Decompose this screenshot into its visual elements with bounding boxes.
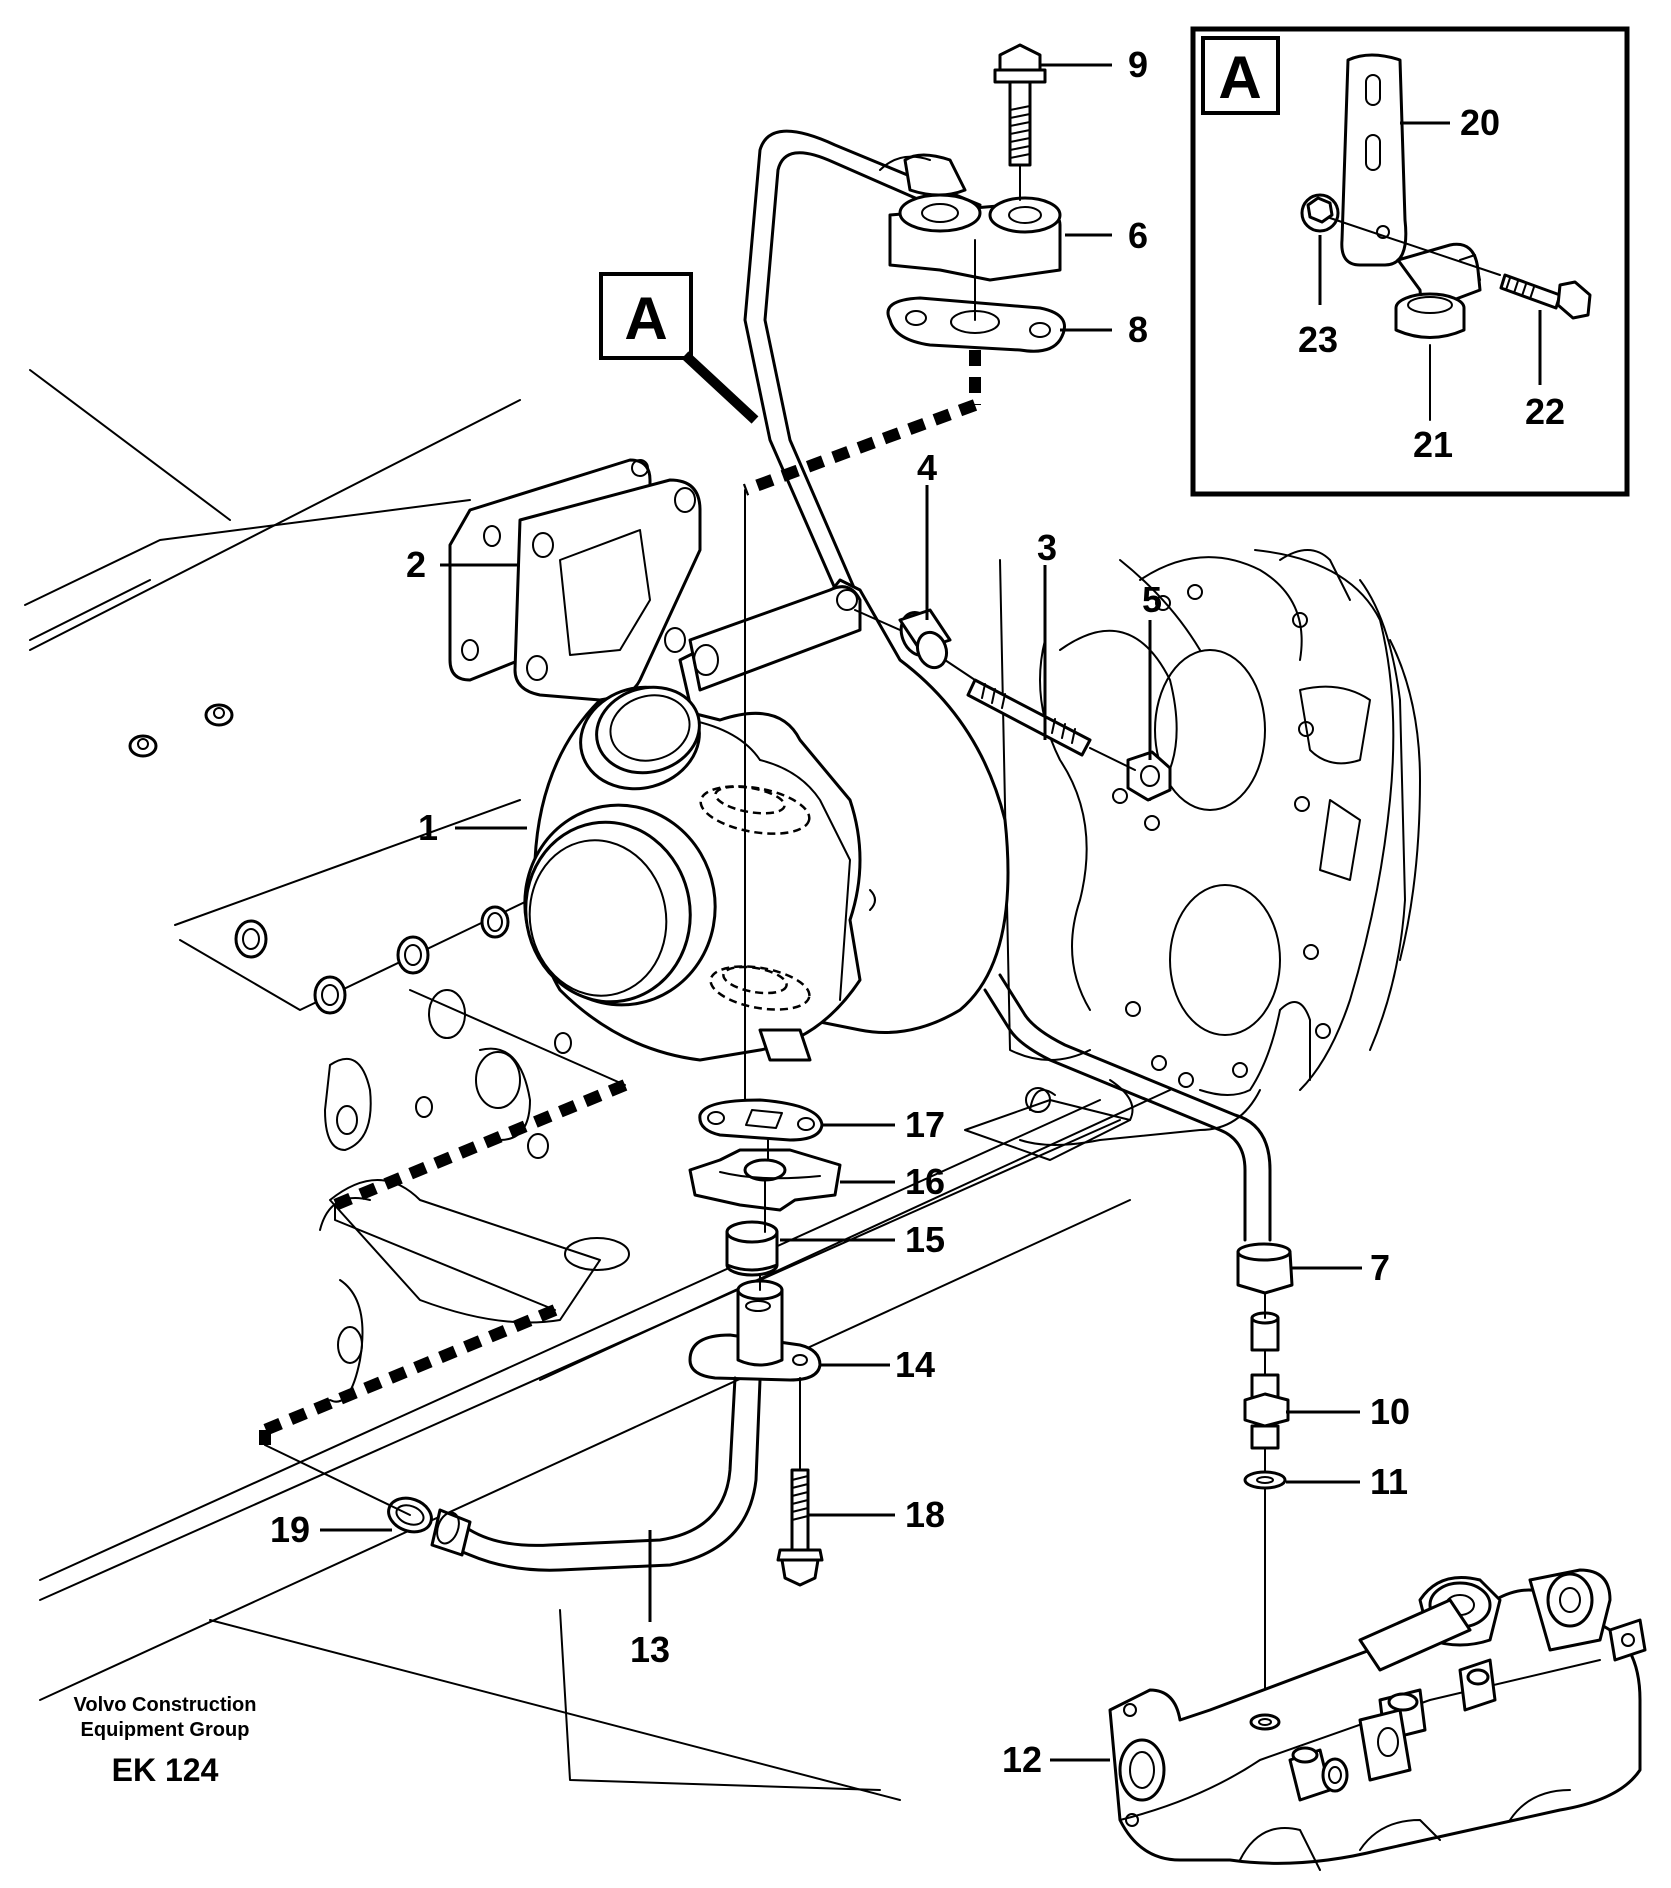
- dashed-connectors: [259, 164, 1266, 1516]
- callout-20: 20: [1460, 102, 1500, 143]
- callout-18: 18: [905, 1494, 945, 1535]
- oil-supply-pipe[interactable]: [743, 129, 982, 602]
- flange-nut[interactable]: [1126, 750, 1172, 802]
- company-line-1: Volvo Construction: [74, 1694, 257, 1716]
- callout-3: 3: [1037, 527, 1057, 568]
- callout-17: 17: [905, 1104, 945, 1145]
- leader-lines: [320, 63, 1542, 1762]
- callout-15: 15: [905, 1219, 945, 1260]
- gasket-17[interactable]: [698, 1098, 824, 1142]
- oil-pump-housing[interactable]: [1108, 1568, 1647, 1871]
- callout-4: 4: [917, 447, 937, 488]
- view-marker-a[interactable]: A: [599, 272, 759, 424]
- rail-bolt: [204, 703, 234, 727]
- callout-11: 11: [1370, 1461, 1408, 1502]
- footer: Volvo Construction Equipment Group EK 12…: [74, 1694, 257, 1788]
- washer-11[interactable]: [1243, 1470, 1287, 1490]
- callout-19: 19: [270, 1509, 310, 1550]
- view-marker-a-label: A: [624, 285, 667, 352]
- stud-bolt[interactable]: [966, 678, 1092, 757]
- callout-10: 10: [1370, 1391, 1410, 1432]
- callout-labels: 1 2 3 4 5 6 7 8 9 10 11 12 13 14 15 16 1…: [270, 44, 1565, 1780]
- spacer-sleeve[interactable]: [895, 608, 952, 672]
- clamp-21[interactable]: [1394, 242, 1482, 339]
- block-port: [313, 975, 347, 1015]
- union-nut-7[interactable]: [1236, 1242, 1294, 1295]
- turbocharger[interactable]: [509, 578, 1010, 1062]
- detail-a-inset: A: [1190, 26, 1630, 497]
- drain-pipe-flange-14[interactable]: [688, 1279, 822, 1382]
- callout-12: 12: [1002, 1739, 1042, 1780]
- block-port: [480, 905, 510, 939]
- block-port: [396, 935, 430, 975]
- manifold-gasket[interactable]: [513, 478, 702, 702]
- drain-pipe-13[interactable]: [430, 1376, 762, 1572]
- diagram-code: EK 124: [112, 1752, 219, 1788]
- nut-23[interactable]: [1300, 193, 1340, 233]
- callout-13: 13: [630, 1629, 670, 1670]
- callout-1: 1: [418, 807, 438, 848]
- callout-14: 14: [895, 1344, 935, 1385]
- callout-8: 8: [1128, 309, 1148, 350]
- callout-9: 9: [1128, 44, 1148, 85]
- flange-gasket-8[interactable]: [886, 296, 1066, 353]
- oil-pipe-right[interactable]: [983, 973, 1272, 1242]
- callout-5: 5: [1142, 579, 1162, 620]
- detail-a-label: A: [1218, 44, 1261, 111]
- company-line-2: Equipment Group: [81, 1719, 250, 1741]
- bolt-22[interactable]: [1499, 273, 1592, 320]
- sleeve-15[interactable]: [725, 1220, 779, 1277]
- engine-block-outline: [24, 369, 1421, 1801]
- callout-22: 22: [1525, 391, 1565, 432]
- adapter-10[interactable]: [1243, 1373, 1290, 1450]
- housing-holes: [1112, 584, 1331, 1088]
- callout-7: 7: [1370, 1247, 1390, 1288]
- callout-2: 2: [406, 544, 426, 585]
- banjo-bolt-9[interactable]: [993, 43, 1047, 167]
- rail-bolt: [128, 734, 158, 758]
- oil-flange[interactable]: [879, 153, 1062, 282]
- callout-16: 16: [905, 1161, 945, 1202]
- callout-23: 23: [1298, 319, 1338, 360]
- callout-6: 6: [1128, 215, 1148, 256]
- callout-21: 21: [1413, 424, 1453, 465]
- flange-bolt-18[interactable]: [776, 1468, 824, 1587]
- block-port: [234, 919, 268, 959]
- bracket-20[interactable]: [1340, 53, 1408, 267]
